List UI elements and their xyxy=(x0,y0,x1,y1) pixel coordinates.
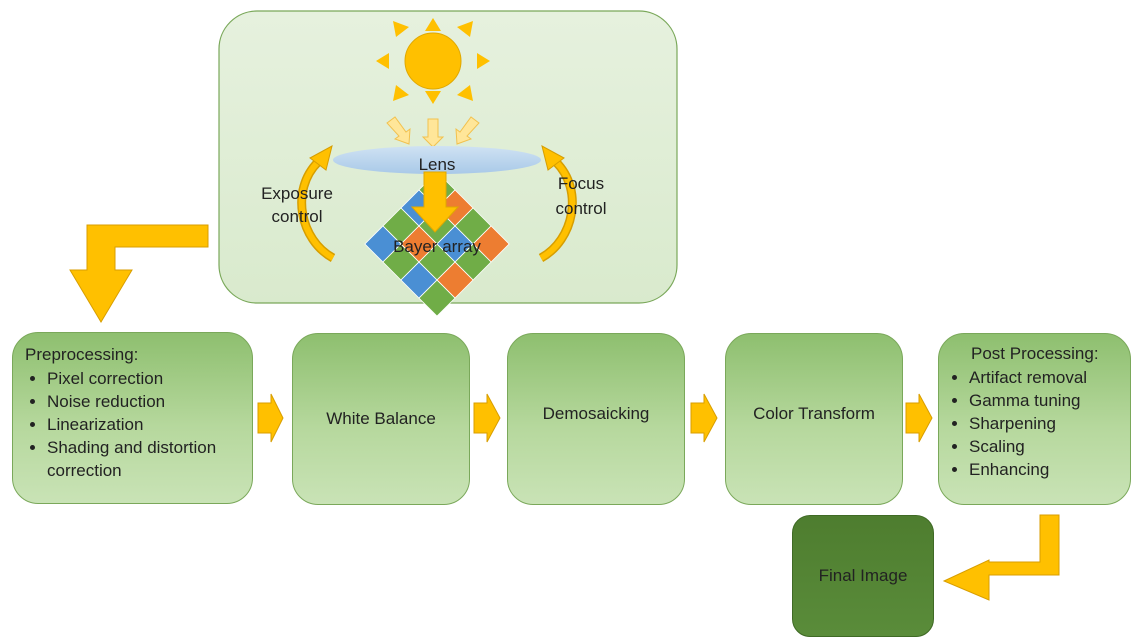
list-item: Gamma tuning xyxy=(969,389,1126,412)
demosaicking-box: Demosaicking xyxy=(507,333,685,505)
lens-label: Lens xyxy=(418,155,456,174)
post-processing-title: Post Processing: xyxy=(971,344,1099,363)
final-image-label: Final Image xyxy=(818,566,908,585)
post-processing-list: Artifact removal Gamma tuning Sharpening… xyxy=(949,366,1126,481)
list-item: Noise reduction xyxy=(47,390,246,413)
white-balance-label: White Balance xyxy=(326,409,436,428)
arrow-color-to-post xyxy=(905,393,933,443)
post-processing-box: Post Processing: Artifact removal Gamma … xyxy=(938,333,1131,505)
white-balance-box: White Balance xyxy=(292,333,470,505)
light-ray-arrows xyxy=(386,116,480,148)
color-transform-label: Color Transform xyxy=(753,404,875,423)
arrow-wb-to-demosaic xyxy=(473,393,501,443)
list-item: Shading and distortion correction xyxy=(47,436,246,482)
preprocessing-list: Pixel correction Noise reduction Lineari… xyxy=(25,367,246,482)
post-to-final-arrow xyxy=(942,514,1060,601)
list-item: Sharpening xyxy=(969,412,1126,435)
lens-to-bayer-arrow xyxy=(410,171,460,233)
sun-icon xyxy=(376,18,490,104)
list-item: Scaling xyxy=(969,435,1126,458)
bayer-cell xyxy=(418,279,456,317)
exposure-feedback-arrow xyxy=(297,145,336,262)
exposure-label-line2: control xyxy=(271,207,323,226)
preprocessing-title: Preprocessing: xyxy=(25,345,139,364)
color-transform-box: Color Transform xyxy=(725,333,903,505)
lens-ellipse xyxy=(333,146,541,174)
preprocessing-box: Preprocessing: Pixel correction Noise re… xyxy=(12,332,253,504)
list-item: Linearization xyxy=(47,413,246,436)
panel-to-preprocessing-arrow xyxy=(69,224,209,323)
list-item: Artifact removal xyxy=(969,366,1126,389)
list-item: Enhancing xyxy=(969,458,1126,481)
focus-label-line1: Focus xyxy=(557,174,605,193)
bayer-label: Bayer array xyxy=(393,237,481,256)
arrow-demosaic-to-color xyxy=(690,393,718,443)
focus-feedback-arrow xyxy=(538,145,577,262)
arrow-pre-to-wb xyxy=(257,393,284,443)
demosaicking-label: Demosaicking xyxy=(542,404,650,423)
focus-label-line2: control xyxy=(555,199,607,218)
exposure-label-line1: Exposure xyxy=(261,184,333,203)
final-image-box: Final Image xyxy=(792,515,934,637)
list-item: Pixel correction xyxy=(47,367,246,390)
